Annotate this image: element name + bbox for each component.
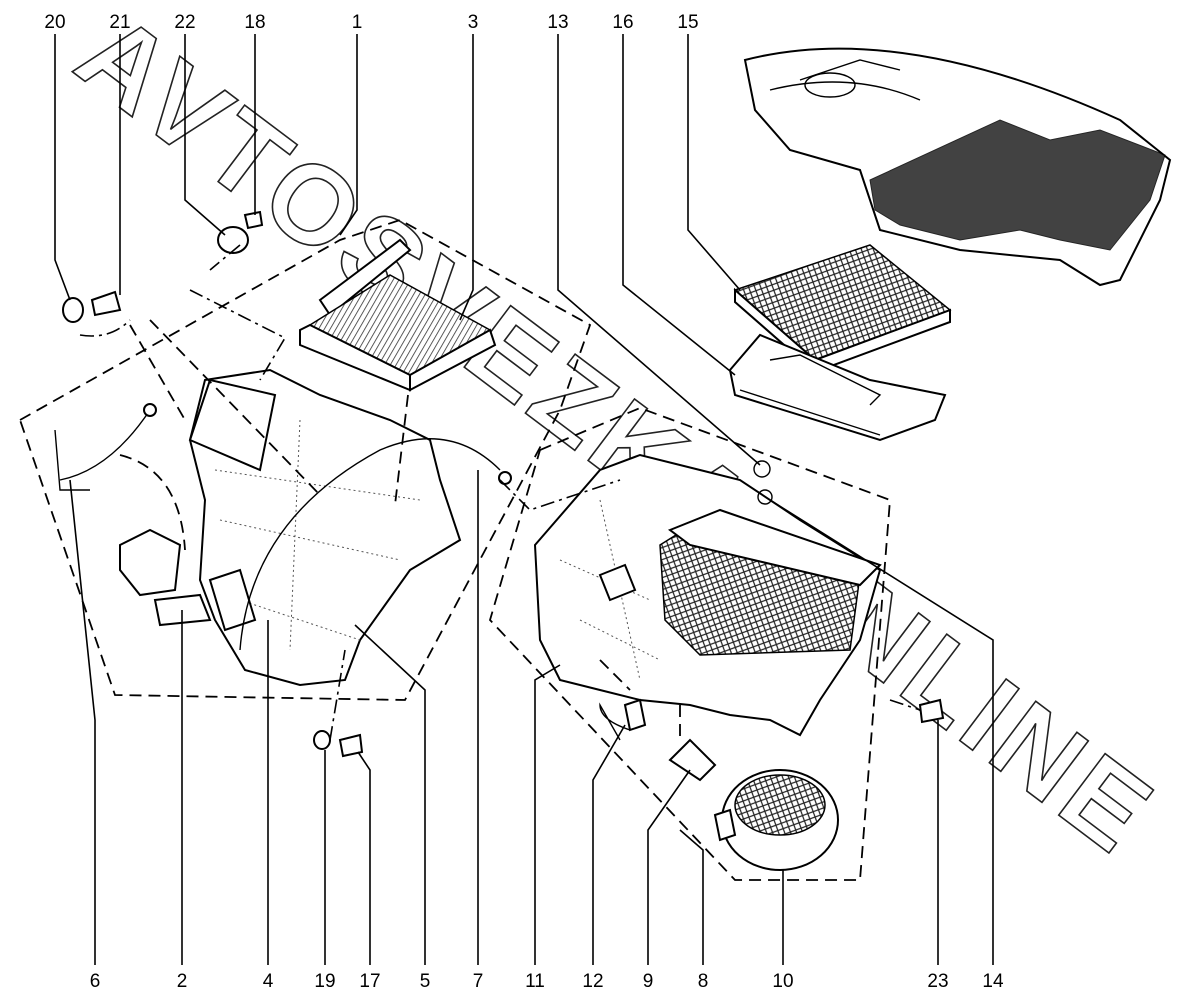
dashdot-line <box>79 244 287 381</box>
blower-motor <box>713 769 839 871</box>
callout-8: 8 <box>698 971 709 992</box>
evaporator-housing-right <box>533 453 882 737</box>
blower-resistor <box>668 738 717 782</box>
assembly-boundary-left <box>18 219 592 701</box>
callout-6: 6 <box>90 971 101 992</box>
callout-7: 7 <box>473 971 484 992</box>
callouts-bottom: 6 2 4 19 17 5 7 11 12 9 8 10 23 14 <box>90 971 1004 992</box>
dashed-arrow <box>119 319 681 740</box>
dashboard-illustration <box>743 47 1172 287</box>
heater-core <box>299 238 497 392</box>
leader-lines <box>54 34 994 965</box>
assembly-boundary-right <box>488 407 891 881</box>
callout-1: 1 <box>352 12 363 33</box>
callout-11: 11 <box>525 971 545 992</box>
callout-18: 18 <box>244 12 265 33</box>
callouts-top: 20 21 22 18 1 3 13 16 15 <box>44 12 698 33</box>
callout-14: 14 <box>982 971 1004 992</box>
heater-housing-left <box>54 368 512 687</box>
wiring-connector <box>623 698 647 732</box>
filter-housing <box>728 333 947 442</box>
callout-13: 13 <box>547 12 568 33</box>
callout-22: 22 <box>174 12 195 33</box>
callout-9: 9 <box>643 971 654 992</box>
callout-20: 20 <box>44 12 65 33</box>
callout-5: 5 <box>420 971 431 992</box>
callout-21: 21 <box>109 12 130 33</box>
callout-16: 16 <box>612 12 633 33</box>
callout-12: 12 <box>582 971 603 992</box>
callout-19: 19 <box>314 971 335 992</box>
cabin-filter <box>733 244 952 375</box>
dashdot-line <box>329 479 921 741</box>
callout-4: 4 <box>263 971 274 992</box>
callout-23: 23 <box>927 971 948 992</box>
callout-3: 3 <box>468 12 479 33</box>
callout-2: 2 <box>177 971 188 992</box>
callout-17: 17 <box>359 971 380 992</box>
callout-10: 10 <box>772 971 793 992</box>
callout-15: 15 <box>677 12 698 33</box>
